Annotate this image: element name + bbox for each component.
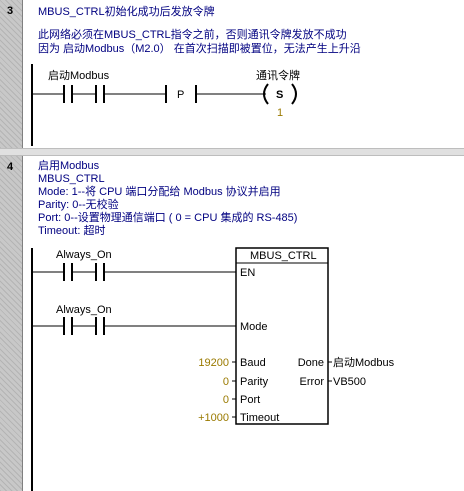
pin-timeout-label: Timeout <box>240 412 279 424</box>
network-3-coil-label: 通讯令牌 <box>256 70 300 82</box>
mbus-ctrl-box-title: MBUS_CTRL <box>250 250 317 262</box>
network-4-contact-2-label: Always_On <box>56 304 112 316</box>
network-4-contact-2b[interactable] <box>95 317 105 335</box>
network-4-gutter[interactable] <box>0 156 22 491</box>
network-4-comment-line-3: Mode: 1--将 CPU 端口分配给 Modbus 协议并启用 <box>38 186 281 198</box>
network-3-border <box>22 0 23 148</box>
network-3-coil-count: 1 <box>277 107 283 119</box>
network-3-edge-p[interactable]: P <box>165 85 197 103</box>
network-3-comment-line-1: 此网络必须在MBUS_CTRL指令之前，否则通讯令牌发放不成功 <box>38 29 347 41</box>
pin-error-label: Error <box>300 376 325 388</box>
network-4-comment-line-6: Timeout: 超时 <box>38 225 106 237</box>
pin-timeout-value[interactable]: +1000 <box>198 412 229 424</box>
pin-done-label: Done <box>298 357 324 369</box>
pin-parity-value[interactable]: 0 <box>223 376 229 388</box>
network-3-title[interactable]: MBUS_CTRL初始化成功后发放令牌 <box>38 6 215 18</box>
pin-port-value[interactable]: 0 <box>223 394 229 406</box>
pin-port-label: Port <box>240 394 260 406</box>
pin-done-value[interactable]: 启动Modbus <box>333 356 395 369</box>
mbus-ctrl-box[interactable] <box>235 247 329 425</box>
network-4-comment-line-4: Parity: 0--无校验 <box>38 199 119 211</box>
network-4-comment-line-5: Port: 0--设置物理通信端口 ( 0 = CPU 集成的 RS-485) <box>38 212 298 224</box>
pin-mode-label: Mode <box>240 321 268 333</box>
network-3-number[interactable]: 3 <box>6 5 14 17</box>
pin-baud-label: Baud <box>240 357 266 369</box>
network-3-gutter[interactable] <box>0 0 22 148</box>
pin-baud-value[interactable]: 19200 <box>198 357 229 369</box>
pin-parity-label: Parity <box>240 376 269 388</box>
network-3-coil-type: S <box>276 89 283 101</box>
pin-en-label: EN <box>240 267 255 279</box>
network-3-edge-label: P <box>177 89 184 101</box>
network-4-contact-always-on-1[interactable] <box>63 263 73 281</box>
network-4-contact-1b[interactable] <box>95 263 105 281</box>
network-3-comment-line-2: 因为 启动Modbus（M2.0） 在首次扫描即被置位，无法产生上升沿 <box>38 43 361 55</box>
network-3-set-coil[interactable]: S 1 <box>263 83 297 119</box>
network-4-comment-line-2: MBUS_CTRL <box>38 173 105 185</box>
pin-error-value[interactable]: VB500 <box>333 376 366 388</box>
network-separator <box>0 148 464 156</box>
network-4-number[interactable]: 4 <box>6 161 14 173</box>
network-3-contact-label: 启动Modbus <box>48 70 110 82</box>
network-3-contact-2[interactable] <box>95 85 105 103</box>
network-4-comment-line-1[interactable]: 启用Modbus <box>38 160 100 172</box>
network-4-contact-always-on-2[interactable] <box>63 317 73 335</box>
network-4-border <box>22 156 23 491</box>
network-4-contact-1-label: Always_On <box>56 249 112 261</box>
network-3-contact-1[interactable] <box>63 85 73 103</box>
